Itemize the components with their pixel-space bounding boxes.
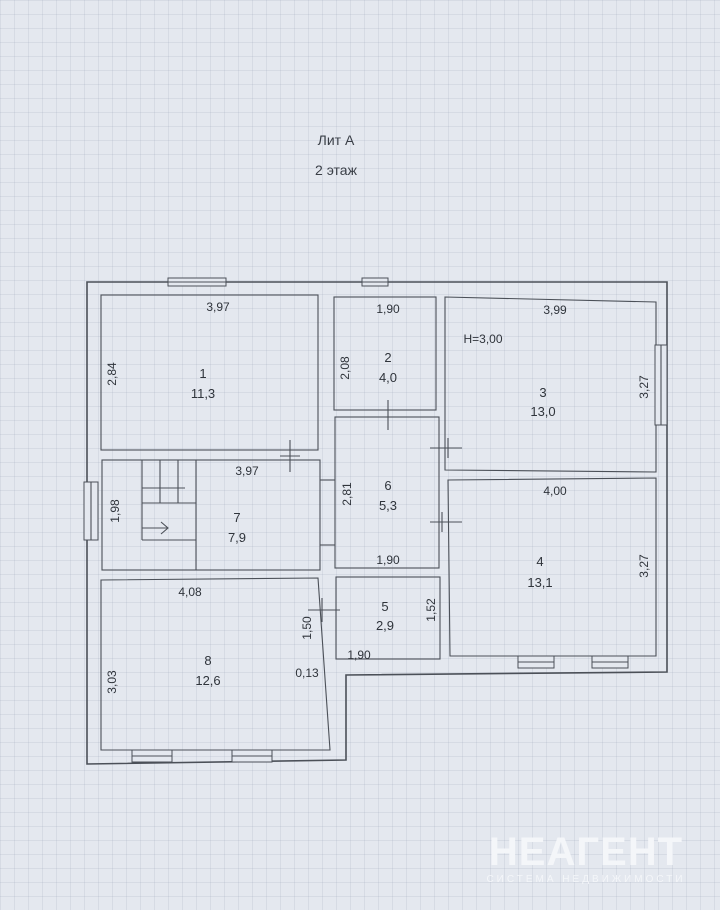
watermark-logo: НЕАГЕНТ СИСТЕМА НЕДВИЖИМОСТИ (486, 832, 686, 885)
room-2-depth: 2,08 (338, 356, 352, 380)
room-3-height: H=3,00 (463, 332, 502, 346)
room-4-width: 4,00 (543, 484, 567, 498)
room-8-number: 8 (204, 653, 211, 668)
room-3-width: 3,99 (543, 303, 567, 317)
outer-wall (86, 281, 668, 765)
room-4-depth: 3,27 (637, 554, 651, 578)
windows (83, 277, 668, 763)
staircase (141, 460, 197, 570)
room-3-depth: 3,27 (637, 375, 651, 399)
room-1-width: 3,97 (206, 300, 230, 314)
room-7-depth: 1,98 (108, 499, 122, 523)
room-5-number: 5 (381, 599, 388, 614)
room-7-area: 7,9 (228, 530, 246, 545)
room-3-area: 13,0 (530, 404, 555, 419)
room-5 (335, 576, 441, 660)
room-5-depth-alt: 1,50 (300, 616, 314, 640)
room-7-width: 3,97 (235, 464, 259, 478)
room-1-depth: 2,84 (105, 362, 119, 386)
room-4 (447, 477, 657, 657)
room-6-width: 1,90 (376, 553, 400, 567)
room-6-depth: 2,81 (340, 482, 354, 506)
room-6 (334, 416, 440, 569)
floor-label: 2 этаж (315, 162, 357, 178)
room-7 (101, 459, 321, 571)
room-5-depth: 1,52 (424, 598, 438, 622)
room-3-number: 3 (539, 385, 546, 400)
room-6-number: 6 (384, 478, 391, 493)
room-4-number: 4 (536, 554, 543, 569)
room-1-area: 11,3 (191, 386, 215, 401)
room-5-area: 2,9 (376, 618, 394, 633)
room-3 (444, 296, 657, 473)
room-8-width: 4,08 (178, 585, 202, 599)
room-6-area: 5,3 (379, 498, 397, 513)
room-2-area: 4,0 (379, 370, 397, 385)
room-5-width: 1,90 (347, 648, 371, 662)
room-1-number: 1 (199, 366, 206, 381)
room-1 (100, 294, 319, 451)
room-2-width: 1,90 (376, 302, 400, 316)
room-8-extra: 0,13 (295, 666, 319, 680)
watermark-tagline: СИСТЕМА НЕДВИЖИМОСТИ (486, 874, 686, 885)
room-8-depth: 3,03 (105, 670, 119, 694)
building-letter: Лит А (317, 132, 355, 148)
room-2-number: 2 (384, 350, 391, 365)
watermark-brand: НЕАГЕНТ (488, 830, 684, 874)
room-4-area: 13,1 (527, 575, 552, 590)
room-7-number: 7 (233, 510, 240, 525)
room-8-area: 12,6 (195, 673, 220, 688)
doors (280, 400, 462, 622)
room-8 (100, 577, 331, 751)
